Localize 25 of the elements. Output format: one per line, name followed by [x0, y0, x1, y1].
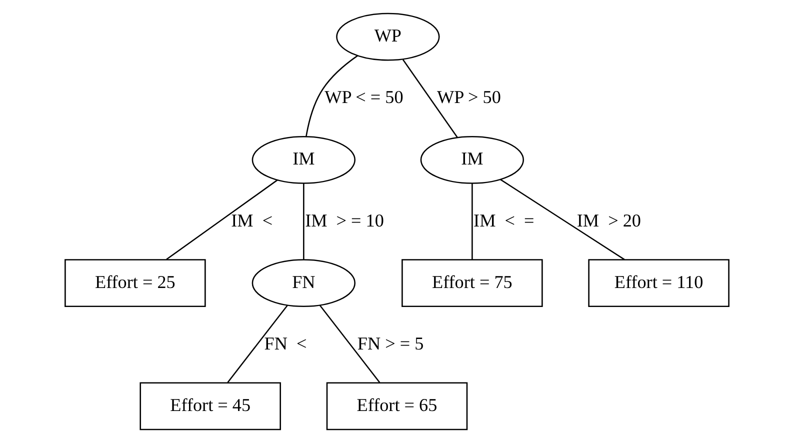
node-box: Effort = 65 — [326, 382, 468, 430]
connector — [302, 183, 304, 260]
connector — [402, 59, 458, 138]
node-ellipse: WP — [336, 12, 440, 61]
node-ellipse: IM — [251, 136, 356, 184]
node-ellipse: IM — [420, 136, 524, 184]
node-box: Effort = 45 — [139, 382, 280, 430]
edge-label: IM > 20 — [576, 210, 640, 230]
edge-label: FN < — [264, 333, 306, 354]
edge-label: IM < — [230, 210, 272, 230]
connector — [226, 304, 288, 383]
node-ellipse: FN — [251, 259, 356, 308]
connector — [471, 183, 472, 260]
edge-label: IM > = 10 — [304, 210, 384, 230]
edge-label: FN > = 5 — [356, 333, 424, 354]
edge-label: IM < = — [473, 210, 534, 230]
edge-label: WP < = 50 — [324, 87, 403, 108]
edge-label: WP > 50 — [436, 87, 500, 108]
node-box: Effort = 110 — [588, 259, 729, 308]
node-box: Effort = 25 — [64, 259, 206, 308]
connector — [166, 180, 278, 260]
connector — [500, 178, 624, 260]
connector — [305, 55, 358, 136]
connector — [318, 304, 380, 383]
node-box: Effort = 75 — [401, 259, 542, 308]
